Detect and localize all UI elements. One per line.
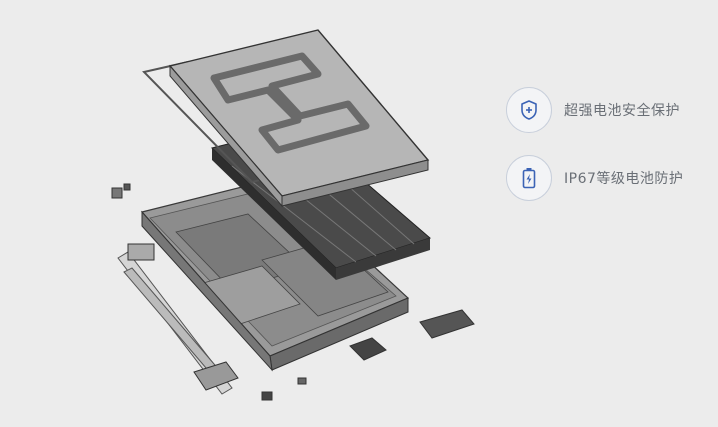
feature-item-battery-safety: 超强电池安全保护 <box>506 86 711 134</box>
side-rail <box>117 251 233 395</box>
battery-bolt-icon <box>522 168 536 189</box>
top-cover <box>168 29 430 208</box>
feature-list: 超强电池安全保护 IP67等级电池防护 <box>506 86 711 222</box>
lower-tray <box>140 177 410 372</box>
feature-label: IP67等级电池防护 <box>564 171 684 187</box>
feature-item-ip67-protection: IP67等级电池防护 <box>506 154 711 202</box>
feature-icon-circle <box>506 155 552 201</box>
shield-plus-icon <box>521 100 537 120</box>
feature-icon-circle <box>506 87 552 133</box>
feature-label: 超强电池安全保护 <box>564 103 680 119</box>
small-parts <box>111 183 475 401</box>
